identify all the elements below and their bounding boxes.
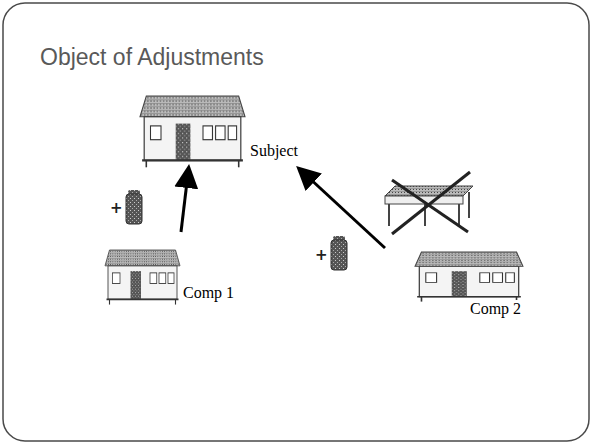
adjustment-arrow xyxy=(301,170,385,248)
plus-sign: + xyxy=(110,201,123,216)
comp2-house xyxy=(415,252,523,302)
feature-icon xyxy=(331,236,347,270)
adjustment-arrow xyxy=(181,170,188,232)
plus-sign: + xyxy=(315,248,328,263)
property-label: Comp 1 xyxy=(182,284,235,302)
comp1-house xyxy=(105,250,180,305)
slide-title: Object of Adjustments xyxy=(40,44,264,71)
property-node: Comp 2 xyxy=(385,248,545,322)
cross-out xyxy=(392,180,468,232)
cross-out xyxy=(392,172,470,234)
slide-frame xyxy=(3,3,589,441)
property-node: Comp 1 xyxy=(100,232,280,310)
property-label: Subject xyxy=(249,142,299,160)
property-node: Subject xyxy=(135,88,313,170)
subject-house xyxy=(140,96,245,167)
feature-icon xyxy=(126,190,142,224)
property-label: Comp 2 xyxy=(469,300,522,318)
